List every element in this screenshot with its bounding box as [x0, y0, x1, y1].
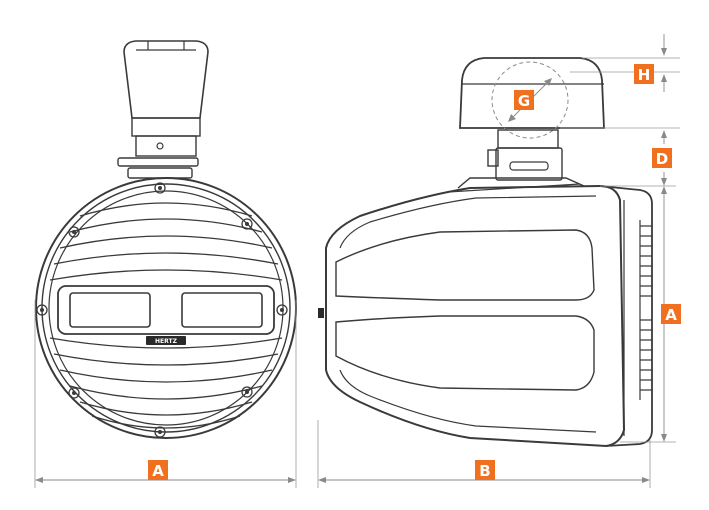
label-mount-height-text: D: [656, 150, 668, 168]
front-screws: [36, 182, 288, 438]
logo-text: HERTZ: [155, 338, 178, 345]
side-housing: [318, 177, 653, 448]
label-front-width: A: [148, 460, 168, 480]
label-depth: B: [475, 460, 495, 480]
front-view: HERTZ A: [34, 40, 297, 488]
label-clamp-inner-text: G: [518, 92, 530, 110]
front-grille: [49, 202, 283, 429]
front-center-panel: [57, 285, 275, 335]
label-mount-height: D: [652, 148, 672, 168]
front-right-slot: [181, 292, 263, 328]
side-view: B A D: [317, 34, 681, 488]
label-clamp-top: H: [634, 64, 654, 84]
label-front-width-text: A: [152, 462, 164, 480]
front-left-slot: [69, 292, 151, 328]
label-depth-text: B: [479, 462, 490, 480]
label-side-height-text: A: [665, 306, 677, 324]
label-clamp-inner: G: [514, 90, 534, 110]
front-clamp: [117, 40, 209, 179]
dimension-mount-height: [560, 127, 680, 186]
dimension-clamp-top: [570, 34, 680, 92]
hertz-logo: HERTZ: [146, 336, 186, 345]
side-clamp: [459, 57, 605, 181]
side-fins: [639, 220, 652, 400]
label-side-height: A: [661, 304, 681, 324]
label-clamp-top-text: H: [638, 66, 651, 84]
